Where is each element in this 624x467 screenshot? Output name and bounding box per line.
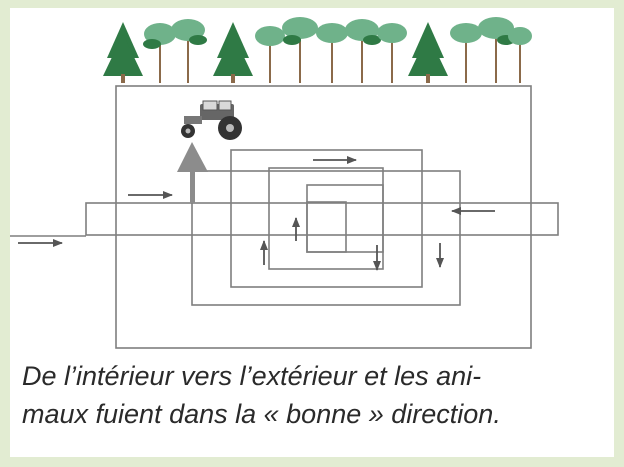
harvest-ring-4 (306, 184, 384, 253)
access-strip (85, 202, 559, 236)
harvest-ring-5 (306, 201, 347, 253)
exit-arrow (177, 142, 208, 203)
tree-icon (213, 22, 253, 83)
figure-caption: De l’intérieur vers l’extérieur et les a… (22, 357, 612, 433)
harvest-ring-3 (268, 167, 384, 270)
forest-edge (103, 17, 532, 83)
tree-icon (282, 17, 318, 83)
figure-card (10, 8, 614, 457)
tree-icon (508, 27, 532, 83)
tree-icon (255, 26, 285, 83)
tree-icon (408, 22, 448, 83)
tree-icon (450, 23, 482, 83)
tree-icon (316, 23, 348, 83)
harvest-ring-1 (191, 170, 461, 306)
caption-line-2: maux fuient dans la « bonne » direction. (22, 399, 501, 429)
plot-boundary (115, 85, 532, 349)
tree-icon (143, 23, 176, 83)
tree-icon (377, 23, 407, 83)
tree-icon (478, 17, 515, 83)
tree-icon (171, 19, 207, 83)
caption-line-1: De l’intérieur vers l’extérieur et les a… (22, 361, 482, 391)
tractor-icon (181, 100, 242, 140)
harvest-ring-2 (230, 149, 423, 288)
tree-icon (103, 22, 143, 83)
tree-icon (345, 19, 381, 83)
